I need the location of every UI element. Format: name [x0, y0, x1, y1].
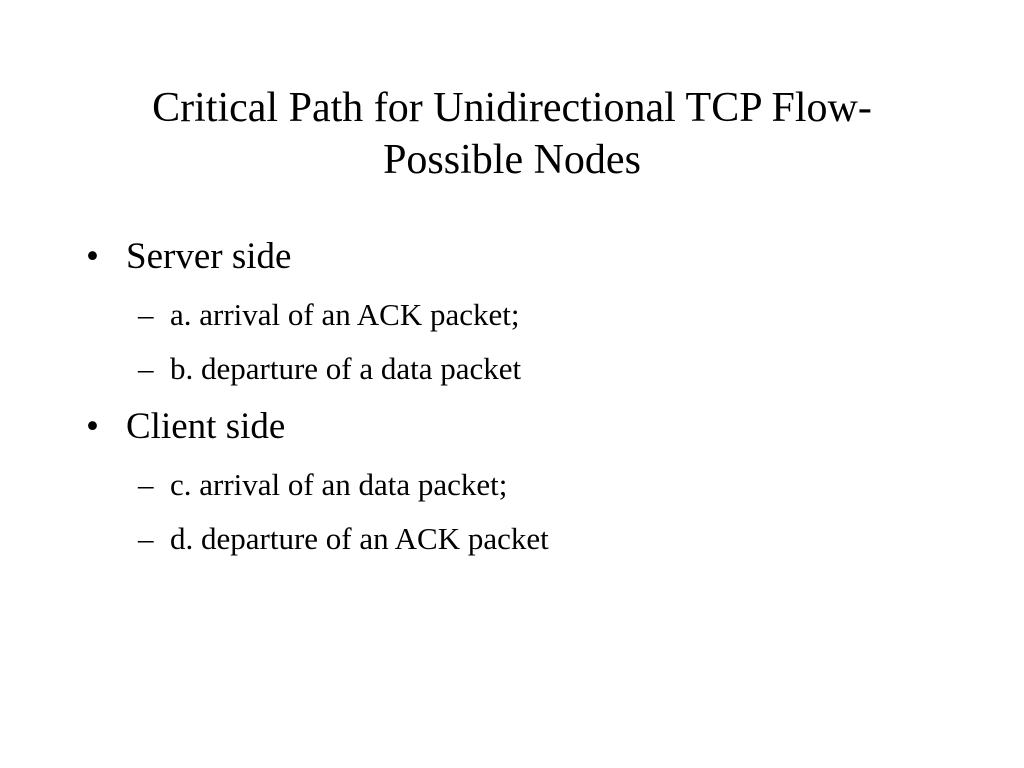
sub-item-text: d. departure of an ACK packet	[170, 521, 549, 556]
sub-item-text: a. arrival of an ACK packet;	[170, 297, 520, 332]
dash-marker: –	[138, 351, 154, 386]
sub-item: – d. departure of an ACK packet	[86, 518, 946, 560]
bullet-marker: •	[86, 236, 99, 277]
dash-marker: –	[138, 297, 154, 332]
bullet-label: Client side	[126, 406, 286, 447]
sub-list-client: – c. arrival of an data packet; – d. dep…	[86, 464, 946, 560]
title-line-1: Critical Path for Unidirectional TCP Flo…	[152, 85, 872, 131]
sub-item-text: b. departure of a data packet	[170, 351, 522, 386]
dash-marker: –	[138, 467, 154, 502]
sub-item-text: c. arrival of an data packet;	[170, 467, 508, 502]
sub-item: – b. departure of a data packet	[86, 348, 946, 390]
sub-list-server: – a. arrival of an ACK packet; – b. depa…	[86, 294, 946, 390]
bullet-marker: •	[86, 406, 99, 447]
slide-title: Critical Path for Unidirectional TCP Flo…	[80, 82, 944, 186]
bullet-client-side: • Client side	[86, 402, 946, 452]
bullet-label: Server side	[126, 236, 292, 277]
dash-marker: –	[138, 521, 154, 556]
title-line-2: Possible Nodes	[383, 137, 641, 183]
bullet-list: • Server side – a. arrival of an ACK pac…	[86, 232, 946, 572]
sub-item: – a. arrival of an ACK packet;	[86, 294, 946, 336]
bullet-server-side: • Server side	[86, 232, 946, 282]
sub-item: – c. arrival of an data packet;	[86, 464, 946, 506]
